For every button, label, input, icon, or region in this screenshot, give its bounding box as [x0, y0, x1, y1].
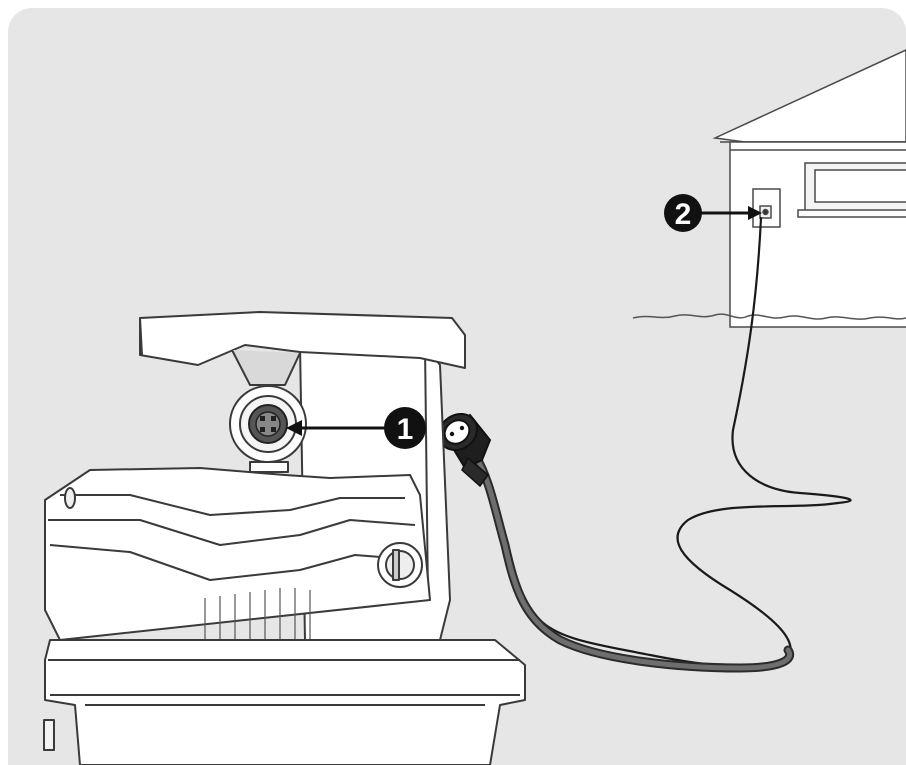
callout-badge-2: 2 — [664, 194, 702, 232]
shredder-cable — [470, 450, 795, 673]
shredder-vents — [204, 588, 311, 640]
callout-badge-1: 1 — [384, 407, 426, 449]
house-roof — [712, 49, 906, 143]
callout-label-1: 1 — [397, 413, 414, 446]
plug-connector — [437, 412, 492, 488]
connection-diagram: 1 2 — [43, 49, 906, 765]
outlet-socket-hole — [762, 208, 769, 216]
house — [712, 49, 906, 328]
callout-arrow-2 — [698, 206, 762, 220]
window-sill — [797, 209, 906, 218]
callout-label-2: 2 — [675, 198, 692, 231]
shredder-mid-body — [44, 467, 431, 641]
illustration-panel: 1 2 — [8, 8, 906, 765]
garden-shredder — [43, 311, 526, 765]
window-inner — [814, 169, 906, 203]
ground-line — [632, 313, 906, 320]
collection-bin — [44, 639, 526, 765]
shredder-lid — [139, 311, 466, 369]
callout-arrow-1 — [286, 420, 385, 436]
